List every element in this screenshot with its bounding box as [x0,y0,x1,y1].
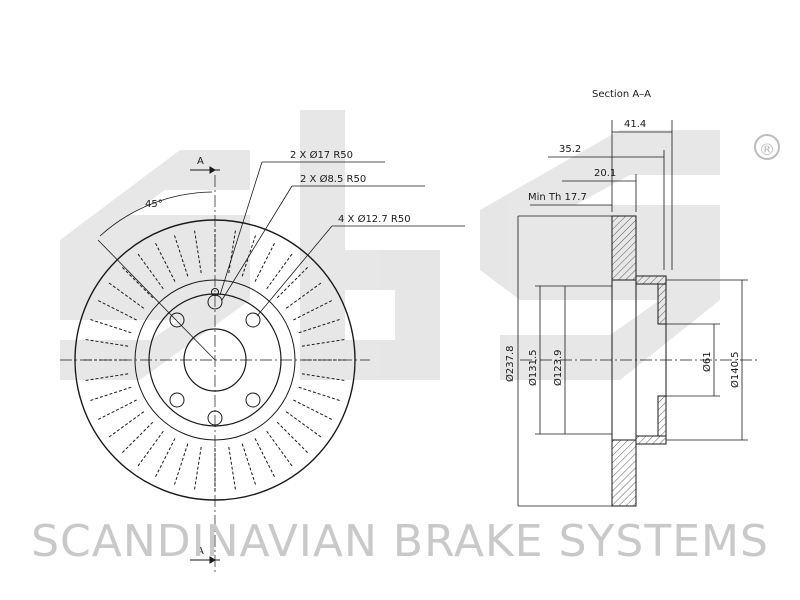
brand-watermark-text: SCANDINAVIAN BRAKE SYSTEMS [31,516,769,567]
vent-slot [121,421,154,454]
vent-slot [228,229,237,274]
angle-arc [99,191,213,237]
section-view [520,215,760,507]
vent-slot [298,318,341,334]
vent-slot [301,373,346,382]
vent-slot [266,430,294,468]
angle-leader [97,239,216,361]
dim-outer-diameter: Ø237.8 [504,346,516,383]
vent-slot [84,373,129,382]
bolt-hole [169,392,185,408]
vent-slot [276,266,309,299]
vent-slot [97,399,137,421]
dim-bolt-area: Ø140.5 [729,352,741,389]
callout-leader-2 [221,185,293,301]
dim-hat-diameter: Ø123.9 [552,350,564,387]
callout-leader-3 [256,225,333,317]
vent-slot [293,399,333,421]
friction-ring-top [611,215,637,281]
section-marker-bottom: A [197,546,204,557]
vent-slot [293,299,333,321]
vent-slot [136,252,164,290]
section-dimension-lines [517,120,748,507]
bolt-hole [245,392,261,408]
hat-wall-top [635,275,667,285]
callout-bolt-holes: 2 X Ø17 R50 [290,149,353,161]
dim-friction-inner: Ø131.5 [527,350,539,387]
front-view [60,161,465,575]
vent-slot [266,252,294,290]
svg-text:®: ® [759,140,775,159]
vent-slot [154,242,176,282]
vent-slot [254,438,276,478]
friction-ring-bottom [611,439,637,507]
vent-slot [107,281,145,309]
vent-slot [89,386,132,402]
dim-center-bore: Ø61 [701,351,713,372]
vent-slot [107,411,145,439]
vent-slot [97,299,137,321]
vent-slots [83,228,347,492]
hat-wall-bottom [635,435,667,445]
hat-flange-bottom [657,395,667,437]
vent-slot [285,281,323,309]
dim-overall-thickness: 41.4 [624,119,646,130]
registered-mark: ® [754,134,780,160]
vent-slot [254,242,276,282]
vent-slot [276,421,309,454]
dim-min-thickness: Min Th 17.7 [528,192,587,203]
vent-slot [84,338,129,347]
vent-slot [193,229,202,274]
bolt-hole [245,312,261,328]
hat-flange-top [657,283,667,325]
vent-slot [89,318,132,334]
angle-label: 45° [145,199,163,210]
vent-slot [241,443,257,486]
vent-slot [228,446,237,491]
vent-slot [285,411,323,439]
vent-slot [121,266,154,299]
vent-slot [301,338,346,347]
callout-pilot-holes: 2 X Ø8.5 R50 [300,173,366,185]
dim-disc-thickness: 20.1 [594,168,616,179]
vent-slot [173,234,189,277]
vent-slot [193,446,202,491]
dim-hat-depth: 35.2 [559,144,581,155]
section-title: Section A–A [592,89,651,100]
bolt-hole [169,312,185,328]
callout-leader-1 [219,161,263,296]
vent-slot [298,386,341,402]
section-marker-top: A [197,156,204,167]
vent-slot [136,430,164,468]
vent-slot [154,438,176,478]
vent-slot [173,443,189,486]
callout-wheel-holes: 4 X Ø12.7 R50 [338,213,411,225]
